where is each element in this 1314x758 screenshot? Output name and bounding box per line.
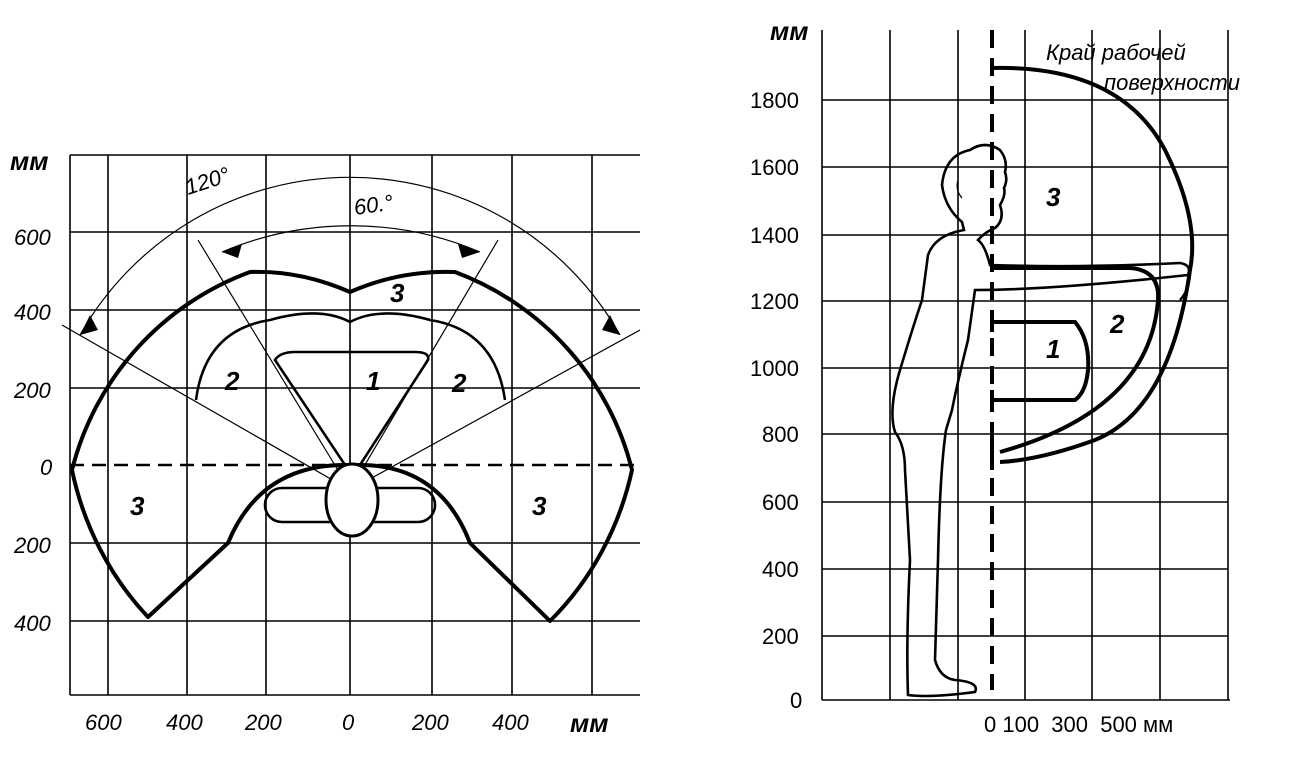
- plan-zone-label: 1: [366, 366, 380, 396]
- side-y-unit: мм: [770, 16, 808, 46]
- side-zone-label: 1: [1046, 334, 1060, 364]
- side-y-tick: 1000: [750, 356, 799, 381]
- plan-y-tick: 600: [14, 225, 51, 250]
- side-x-ticks: 0 100 300 500 мм: [984, 712, 1173, 737]
- angle-construction: [61, 176, 641, 491]
- plan-x-tick: 200: [411, 710, 449, 735]
- zone-3-boundary-plan: [70, 269, 634, 623]
- side-y-tick: 200: [762, 624, 799, 649]
- plan-zone-label: 2: [224, 366, 240, 396]
- zone-1-boundary-side: [992, 320, 1091, 402]
- angle-60-label: 60.°: [352, 190, 395, 220]
- plan-y-tick: 200: [13, 378, 51, 403]
- side-y-tick: 1200: [750, 289, 799, 314]
- side-y-tick: 1400: [750, 223, 799, 248]
- side-grid: [821, 30, 1230, 701]
- plan-zone-label: 3: [532, 491, 547, 521]
- plan-y-tick: 400: [14, 300, 51, 325]
- side-view-panel: мм 1800 1600 1400 1200 1000 800 600 400 …: [750, 16, 1240, 737]
- zone-2-boundary-side: [992, 266, 1161, 454]
- zone-1-boundary-plan: [273, 350, 430, 467]
- person-top-view: [263, 462, 437, 538]
- side-y-tick: 400: [762, 557, 799, 582]
- plan-x-tick: 400: [492, 710, 529, 735]
- plan-view-panel: мм 600 400 200 0 200 400 600 400 200 0 2…: [10, 146, 641, 738]
- caption-edge-line1: Край рабочей: [1046, 40, 1186, 65]
- side-zone-label: 3: [1046, 182, 1061, 212]
- plan-zone-label: 2: [451, 368, 467, 398]
- plan-y-tick: 200: [13, 533, 51, 558]
- side-y-tick: 1600: [750, 155, 799, 180]
- side-y-tick: 800: [762, 422, 799, 447]
- plan-y-tick: 0: [40, 455, 53, 480]
- side-y-tick: 600: [762, 490, 799, 515]
- caption-edge-line2: поверхности: [1104, 70, 1240, 95]
- side-y-tick: 1800: [750, 88, 799, 113]
- plan-x-unit: мм: [570, 708, 608, 738]
- plan-y-tick: 400: [14, 611, 51, 636]
- standing-person: [891, 143, 1191, 698]
- plan-zone-label: 3: [390, 278, 405, 308]
- side-zone-label: 2: [1109, 309, 1125, 339]
- side-y-tick: 0: [790, 688, 802, 713]
- plan-x-tick: 600: [85, 710, 122, 735]
- plan-zone-label: 3: [130, 491, 145, 521]
- plan-y-unit: мм: [10, 146, 48, 176]
- plan-x-tick: 0: [342, 710, 355, 735]
- angle-120-label: 120°: [182, 162, 233, 200]
- plan-x-tick: 200: [244, 710, 282, 735]
- zone-2-boundary-plan: [194, 312, 507, 401]
- plan-x-tick: 400: [166, 710, 203, 735]
